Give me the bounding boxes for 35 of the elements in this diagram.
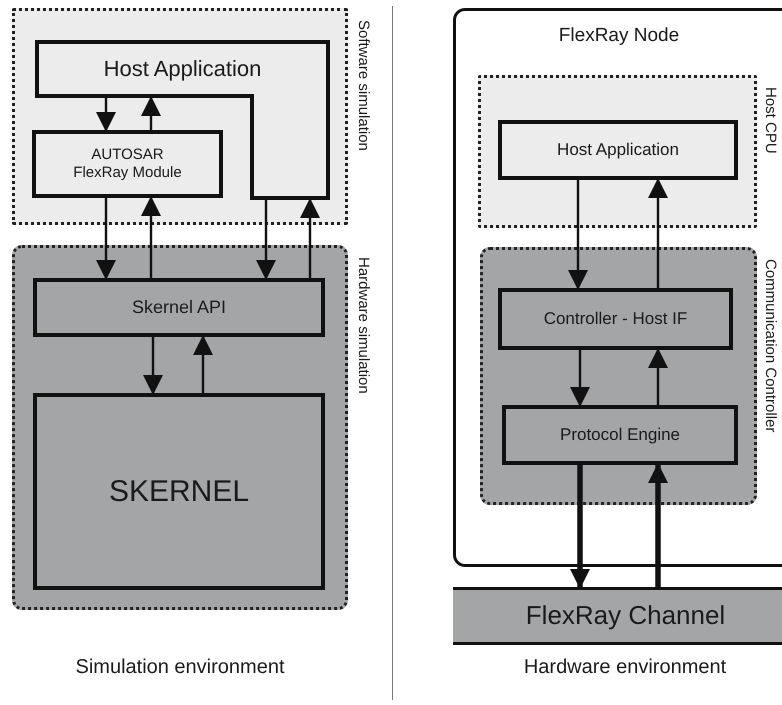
group-label: Software simulation <box>356 20 371 151</box>
process-box: Skernel API <box>33 278 325 337</box>
group-panel <box>480 247 757 505</box>
group-label: Host CPU <box>763 87 778 154</box>
arrow <box>141 96 161 130</box>
group-label: Hardware simulation <box>356 257 371 394</box>
box-label: Host Application <box>102 55 262 83</box>
arrow <box>570 350 590 407</box>
arrow <box>193 335 213 393</box>
process-box <box>35 40 330 200</box>
group-label: Communication Controller <box>763 259 778 432</box>
group-panel <box>12 245 348 610</box>
arrow <box>96 198 116 280</box>
process-box: Controller - Host IF <box>498 288 733 350</box>
group-panel <box>12 8 348 225</box>
arrow <box>143 337 163 395</box>
environment-caption: Hardware environment <box>524 656 726 679</box>
arrow <box>570 465 590 589</box>
bus-bar: FlexRay Channel <box>453 587 782 645</box>
process-box: AUTOSAR FlexRay Module <box>32 130 223 198</box>
process-box: Host Application <box>498 120 738 180</box>
group-panel <box>478 75 757 228</box>
frame-title: FlexRay Node <box>558 25 680 47</box>
arrow <box>141 196 161 278</box>
arrow <box>96 98 116 132</box>
process-box: Protocol Engine <box>502 405 738 465</box>
environment-caption: Simulation environment <box>76 656 284 679</box>
arrow <box>300 198 320 278</box>
arrow <box>648 178 668 288</box>
arrow <box>648 348 668 405</box>
process-box: SKERNEL <box>33 393 325 590</box>
arrow <box>568 180 588 290</box>
arrow <box>648 463 668 587</box>
arrow <box>256 200 276 280</box>
node-frame <box>453 8 782 567</box>
